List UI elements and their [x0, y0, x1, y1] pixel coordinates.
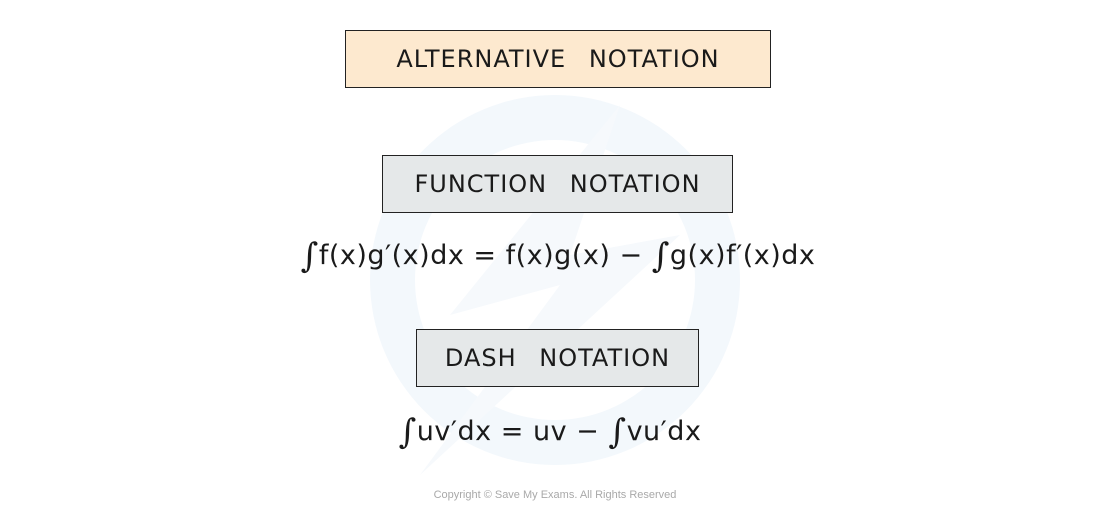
rhs-integrand: g(x)f′(x)dx: [669, 240, 816, 271]
minus-sign: −: [576, 416, 600, 447]
function-notation-equation: ∫f(x)g′(x)dx = f(x)g(x) − ∫g(x)f′(x)dx: [8, 236, 1100, 276]
rhs-integrand: vu′dx: [626, 416, 702, 447]
title-label: ALTERNATIVE NOTATION: [396, 45, 720, 73]
equals-sign: =: [473, 240, 497, 271]
rhs-term: uv: [532, 416, 568, 447]
rhs-term: f(x)g(x): [505, 240, 611, 271]
integral-icon: ∫: [398, 412, 417, 452]
copyright-notice: Copyright © Save My Exams. All Rights Re…: [433, 489, 677, 501]
dash-notation-heading: DASH NOTATION: [416, 329, 699, 387]
equals-sign: =: [500, 416, 524, 447]
integral-icon: ∫: [300, 236, 319, 276]
minus-sign: −: [619, 240, 643, 271]
lhs-integrand: uv′dx: [416, 416, 492, 447]
dash-notation-equation: ∫uv′dx = uv − ∫vu′dx: [0, 412, 1100, 452]
function-notation-heading: FUNCTION NOTATION: [382, 155, 733, 213]
integral-icon: ∫: [651, 236, 670, 276]
alternative-notation-title: ALTERNATIVE NOTATION: [345, 30, 771, 88]
heading-label: FUNCTION NOTATION: [414, 170, 701, 198]
lhs-integrand: f(x)g′(x)dx: [318, 240, 465, 271]
integral-icon: ∫: [608, 412, 627, 452]
heading-label: DASH NOTATION: [444, 344, 671, 372]
